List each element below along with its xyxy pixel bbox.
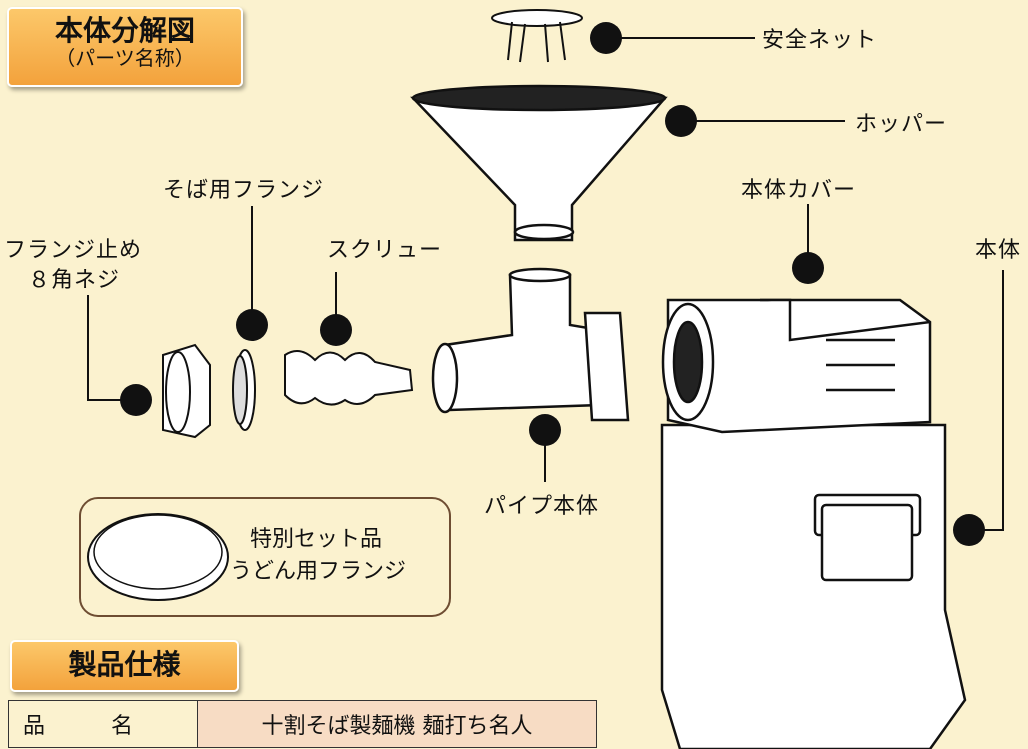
label-screw: スクリュー [327,238,443,263]
table-row: 品 名 十割そば製麺機 麺打ち名人 [8,700,597,748]
special-set-line2: うどん用フランジ [230,559,407,584]
soba-flange-part [232,349,256,431]
label-pipe-body: パイプ本体 [484,494,600,519]
dot-flange-stopper [120,384,152,416]
main-body-part [660,298,967,749]
leader-dots [120,22,985,546]
pipe-body-part [431,267,630,422]
label-hex-screw: ８角ネジ [28,268,121,293]
special-set-text: 特別セット品 うどん用フランジ [230,524,406,588]
dot-hopper [665,105,697,137]
hopper-part [410,84,668,242]
dot-screw [320,314,352,346]
label-flange-stopper: フランジ止め [4,238,143,263]
label-body: 本体 [975,238,1022,263]
subtitle-text: （パーツ名称） [55,46,195,70]
dot-body-cover [792,252,824,284]
title-text: 本体分解図 [54,14,195,47]
special-set-box [79,497,451,617]
label-hopper: ホッパー [855,112,948,137]
spec-badge: 製品仕様 [10,640,239,692]
screw-part [284,350,414,406]
spec-title: 製品仕様 [68,648,181,681]
spec-header-cell: 品 名 [8,700,198,748]
label-soba-flange: そば用フランジ [163,178,325,203]
dot-safety-net [590,22,622,54]
title-badge: 本体分解図 （パーツ名称） [7,7,243,87]
spec-value-cell: 十割そば製麺機 麺打ち名人 [197,700,597,748]
dot-body [953,514,985,546]
label-safety-net: 安全ネット [762,28,878,53]
special-set-line1: 特別セット品 [250,527,383,552]
dot-pipe-body [529,414,561,446]
safety-net-part [491,9,583,63]
dot-soba-flange [236,309,268,341]
hex-nut-part [162,343,211,439]
label-body-cover: 本体カバー [741,178,857,203]
spec-table: 品 名 十割そば製麺機 麺打ち名人 [8,700,597,748]
